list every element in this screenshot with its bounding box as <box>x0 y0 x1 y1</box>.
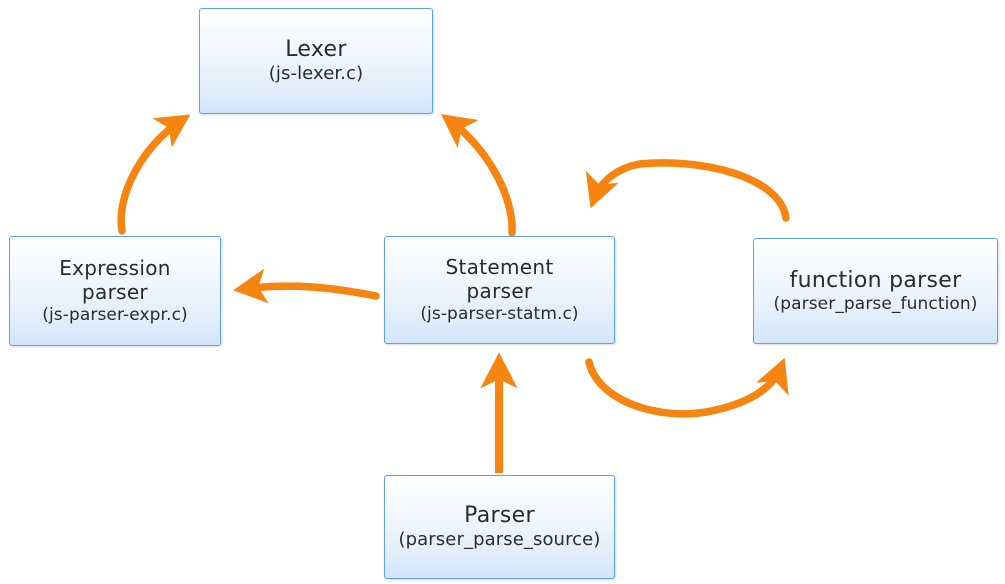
node-expression-parser-title-line2: parser <box>82 279 148 304</box>
node-function-parser[interactable]: function parser (parser_parse_function) <box>753 238 998 344</box>
node-function-parser-title: function parser <box>789 268 962 293</box>
node-statement-parser-title-line2: parser <box>466 278 533 303</box>
node-statement-parser[interactable]: Statement parser (js-parser-statm.c) <box>384 236 615 344</box>
node-statement-parser-subtitle: (js-parser-statm.c) <box>420 303 579 324</box>
node-statement-parser-title: Statement <box>445 255 554 280</box>
node-function-parser-subtitle: (parser_parse_function) <box>773 293 978 314</box>
edge-function-to-statement <box>585 159 790 222</box>
node-lexer-title: Lexer <box>285 37 347 63</box>
node-parser[interactable]: Parser (parser_parse_source) <box>384 475 615 579</box>
node-expression-parser-subtitle: (js-parser-expr.c) <box>42 304 188 325</box>
node-expression-parser[interactable]: Expression parser (js-parser-expr.c) <box>9 236 221 346</box>
edge-statement-to-function <box>585 357 789 418</box>
edge-expression-to-lexer <box>117 114 191 235</box>
edge-statement-to-expression <box>233 268 380 304</box>
node-lexer[interactable]: Lexer (js-lexer.c) <box>199 8 433 114</box>
node-expression-parser-title: Expression <box>59 256 171 281</box>
node-parser-title: Parser <box>464 503 535 529</box>
node-lexer-subtitle: (js-lexer.c) <box>268 63 364 85</box>
node-parser-subtitle: (parser_parse_source) <box>398 529 601 551</box>
edge-statement-to-lexer <box>440 114 516 237</box>
